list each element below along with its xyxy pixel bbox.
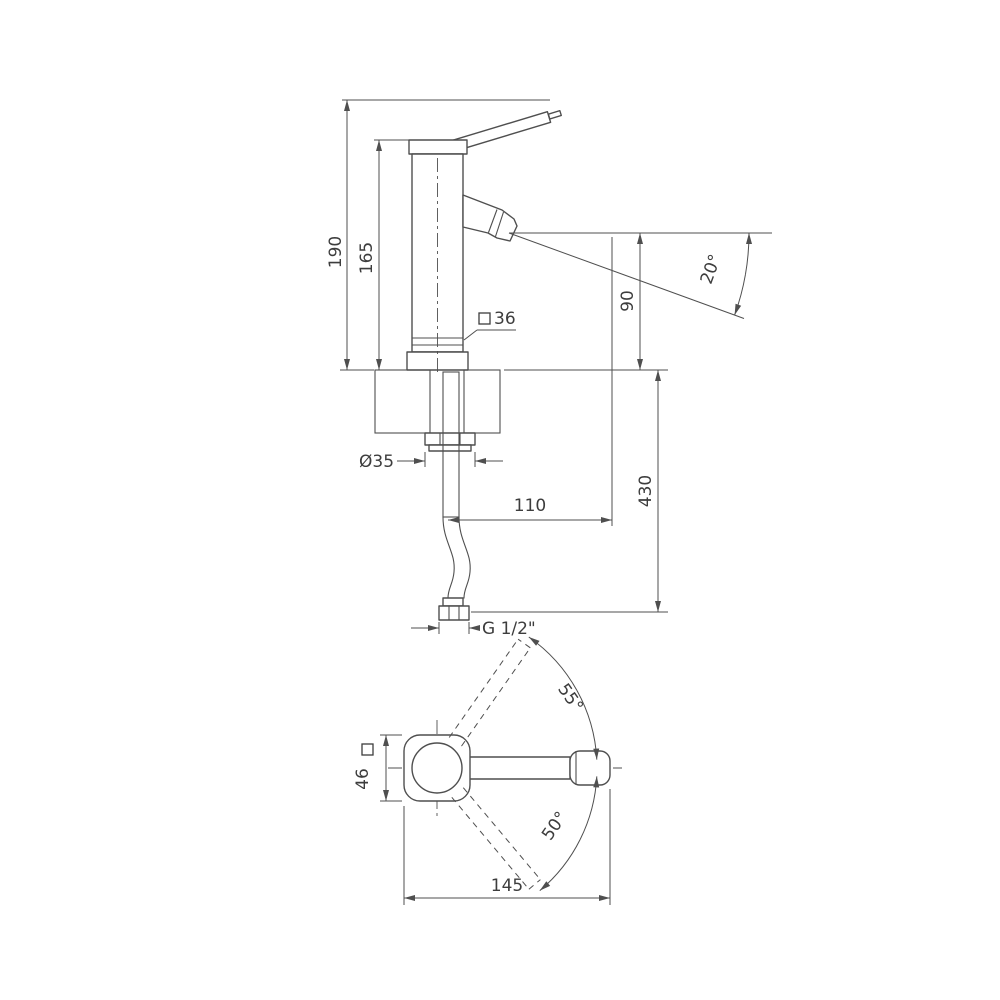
mounting-nut — [424, 432, 476, 446]
body-height-label: 165 — [357, 242, 377, 274]
spout-reach-label: 110 — [514, 496, 546, 516]
top-view-handle-grip — [569, 750, 611, 786]
dimension-body-height: 165 — [357, 139, 410, 370]
flex-hose — [438, 516, 471, 621]
faucet-top-outline — [403, 734, 611, 802]
faucet-side-outline — [406, 109, 562, 374]
deck-hatch-left — [374, 369, 431, 434]
top-view-cartridge-circle — [411, 742, 463, 794]
top-view: 55° 50° 46 145 — [353, 636, 622, 905]
handle-ghost-lower — [451, 787, 541, 890]
dimension-total-height: 190 — [326, 99, 550, 371]
swing-upper-label: 55° — [553, 680, 587, 716]
deck-hatch-right — [463, 369, 501, 434]
square-symbol-icon — [478, 312, 491, 325]
hose-nut — [438, 605, 470, 621]
top-view-handle-bar — [467, 756, 571, 780]
total-height-label: 190 — [326, 236, 346, 268]
base-diameter-label: Ø35 — [359, 452, 394, 472]
spout-height-label: 90 — [618, 290, 638, 312]
below-deck-label: 430 — [636, 475, 656, 507]
handle-pin — [547, 109, 562, 120]
dimension-overall-length: 145 — [403, 789, 611, 905]
dimension-swing-upper: 55° — [528, 636, 600, 760]
dimension-body-square: 36 — [463, 309, 516, 341]
dimension-spout-height: 90 — [504, 233, 668, 371]
handle-ghost-upper — [448, 638, 531, 747]
mounting-deck — [374, 369, 501, 518]
hose-braid — [442, 516, 471, 599]
hose-collar — [442, 597, 464, 607]
thread-label: G 1/2" — [482, 619, 536, 639]
spout — [462, 194, 518, 242]
overall-length-label: 145 — [491, 876, 523, 896]
dimension-top-square: 46 — [353, 734, 402, 802]
body-square-label: 36 — [494, 309, 516, 329]
dimension-below-deck: 430 — [471, 370, 668, 613]
mounting-washer — [428, 444, 472, 452]
dimension-base-diameter: Ø35 — [359, 452, 503, 472]
spout-angle-label: 20° — [697, 252, 726, 287]
dimension-spout-reach: 110 — [448, 237, 613, 526]
front-view: 190 165 36 — [326, 99, 772, 639]
dimension-swing-lower: 50° — [538, 776, 600, 891]
dimension-thread: G 1/2" — [411, 619, 536, 639]
cartridge-cap — [408, 139, 468, 155]
square-symbol-icon — [361, 743, 374, 756]
top-square-label: 46 — [353, 768, 373, 790]
swing-lower-label: 50° — [538, 808, 572, 844]
